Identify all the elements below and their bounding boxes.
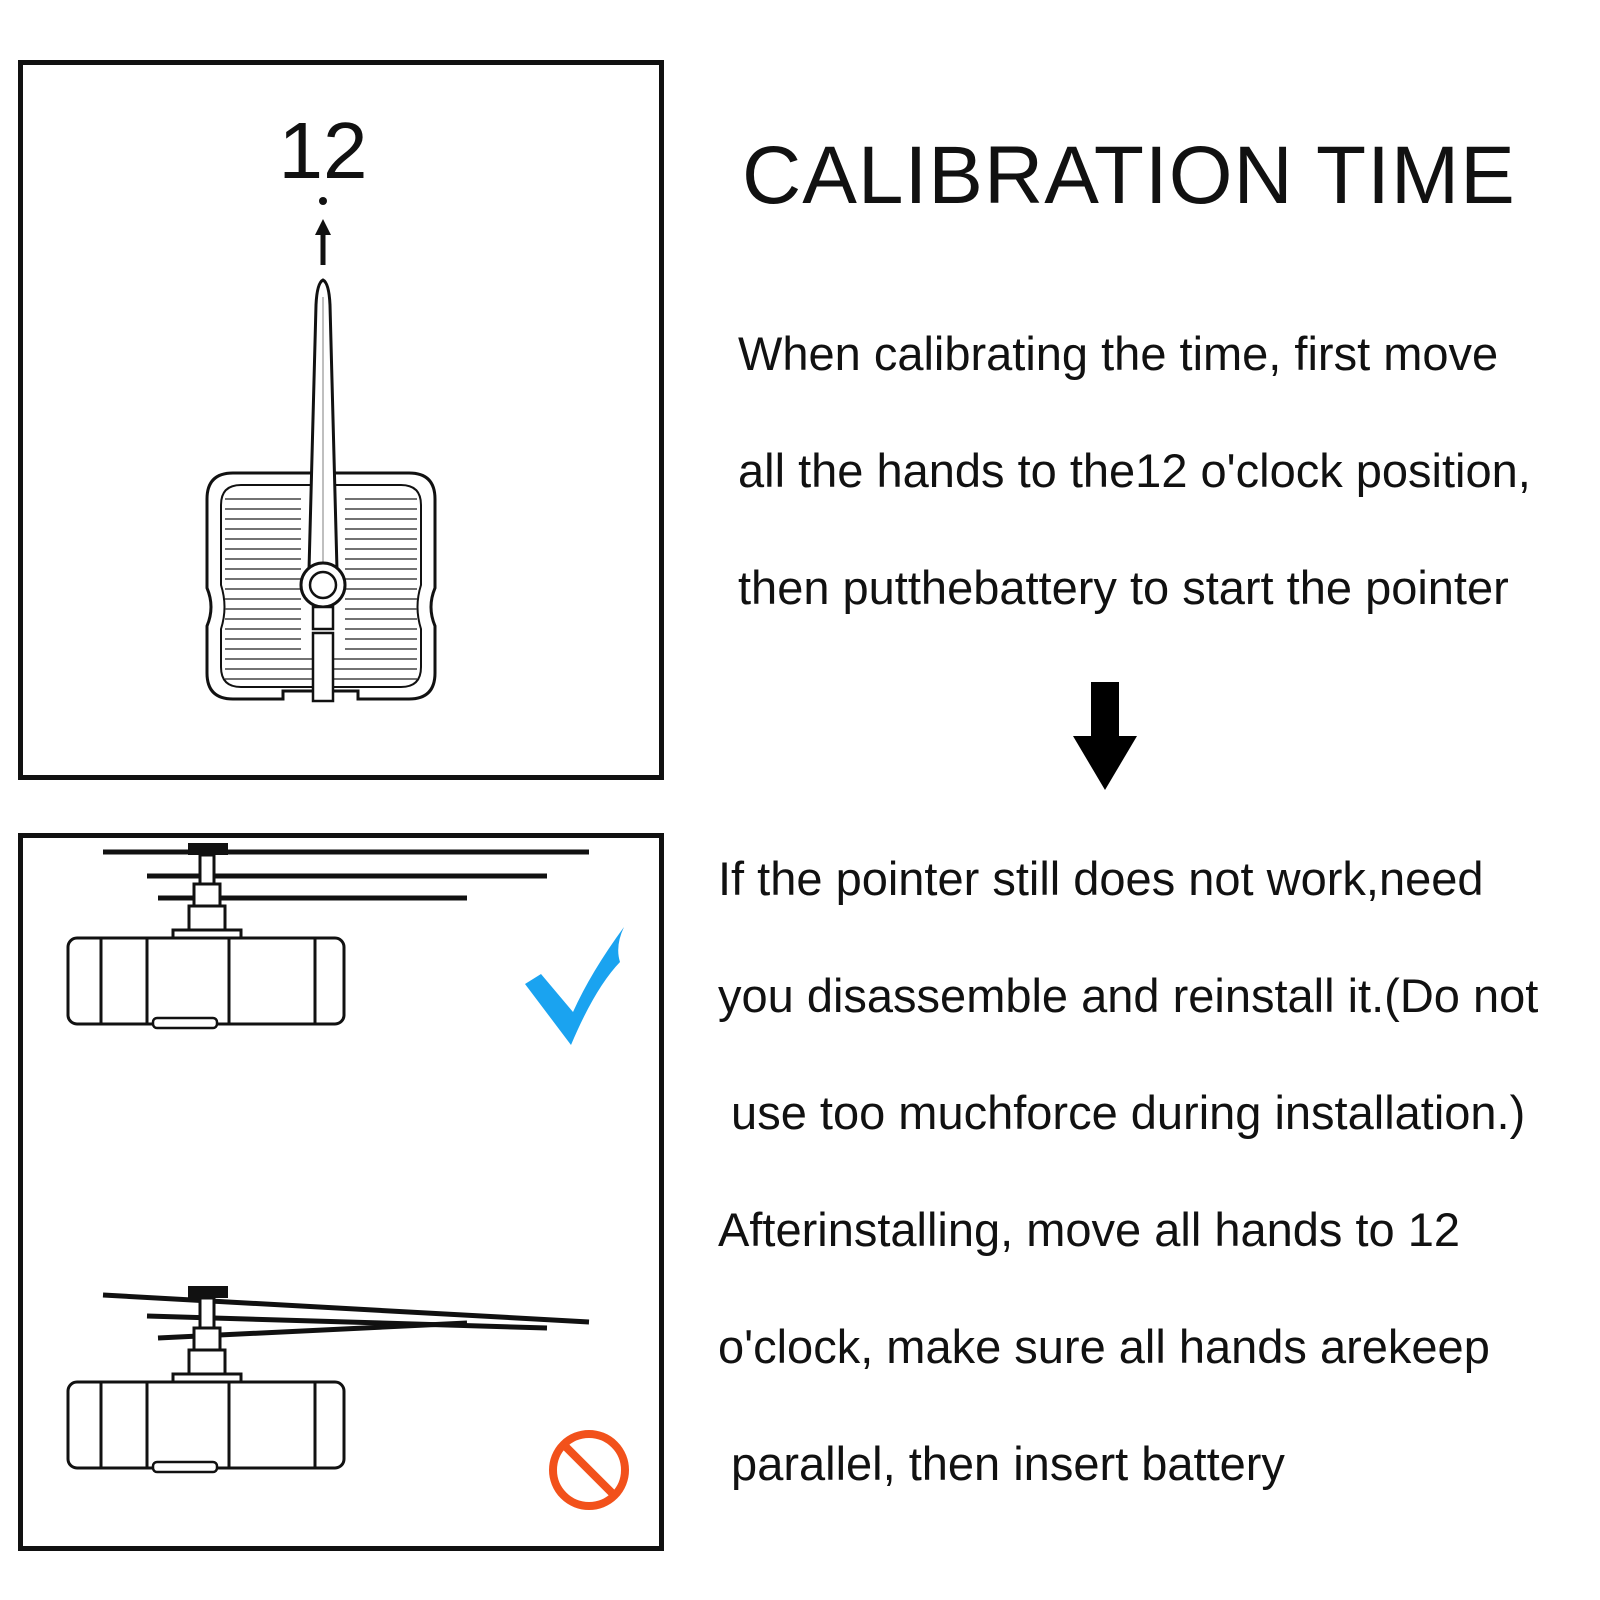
parallel-hands-movement	[66, 843, 589, 1030]
movement-box	[205, 471, 437, 701]
paragraph2-line: Afterinstalling, move all hands to 12	[718, 1203, 1460, 1256]
non-parallel-hands-movement	[66, 1286, 590, 1474]
paragraph1-line: When calibrating the time, first move	[738, 327, 1499, 380]
paragraph2-line: If the pointer still does not work,need	[718, 852, 1484, 905]
clock-movement-illustration: 12	[205, 106, 437, 703]
movement-ribs	[225, 498, 417, 680]
paragraph1-line: all the hands to the12 o'clock position,	[738, 444, 1531, 497]
page-title: CALIBRATION TIME	[742, 130, 1516, 221]
hands-comparison-illustration	[66, 843, 629, 1510]
small-up-arrow-icon	[315, 219, 331, 265]
checkmark-icon	[525, 927, 624, 1045]
arrow-down-icon	[1073, 682, 1137, 790]
installation-comparison-panel	[18, 833, 664, 1551]
paragraph1-line: then putthebattery to start the pointer	[738, 561, 1509, 614]
hanger-tab	[311, 605, 335, 703]
twelve-dot	[319, 197, 327, 205]
paragraph2-line: you disassemble and reinstall it.(Do not	[718, 969, 1539, 1022]
paragraph2-line: o'clock, make sure all hands arekeep	[718, 1320, 1490, 1373]
paragraph2-line: use too muchforce during installation.)	[718, 1086, 1526, 1139]
twelve-label: 12	[279, 106, 368, 195]
prohibited-icon	[549, 1430, 629, 1510]
paragraph2-line: parallel, then insert battery	[718, 1437, 1285, 1490]
calibration-diagram-panel: 12	[18, 60, 664, 780]
clock-hand	[299, 278, 347, 609]
